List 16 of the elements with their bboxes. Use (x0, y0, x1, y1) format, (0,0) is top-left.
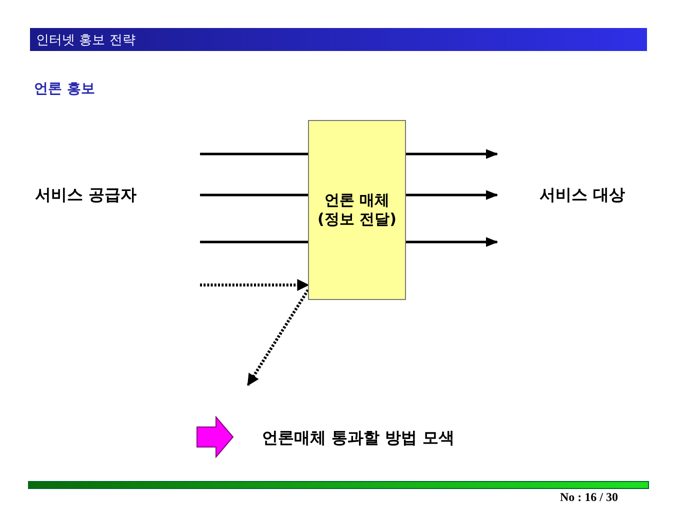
section-heading: 언론 홍보 (34, 80, 95, 98)
dotted-arrow (200, 279, 310, 291)
connector-line (200, 152, 308, 156)
dotted-arrow (246, 289, 310, 386)
process-box (308, 120, 406, 300)
connector-line (200, 240, 308, 244)
page-number: No : 16 / 30 (560, 490, 618, 505)
arrow (406, 237, 498, 247)
arrow (406, 190, 498, 200)
connector-line (200, 194, 308, 196)
node-label: 서비스 대상 (539, 184, 625, 206)
note-text: 언론매체 통과할 방법 모색 (262, 428, 455, 449)
header-title: 인터넷 홍보 전략 (36, 32, 136, 49)
node-label: 서비스 공급자 (35, 184, 137, 206)
arrow (406, 149, 498, 159)
node-label: 언론 매체 (정보 전달) (316, 191, 398, 229)
